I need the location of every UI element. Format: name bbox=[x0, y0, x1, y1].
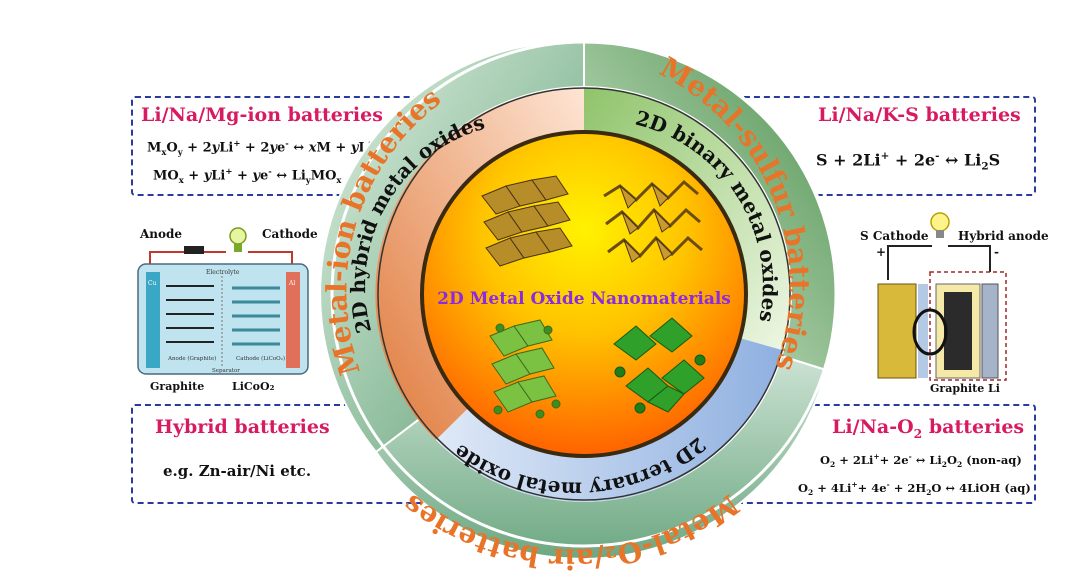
anode-label: Anode bbox=[139, 227, 182, 241]
crystal-structure-top-right bbox=[603, 179, 703, 263]
separator-layer bbox=[918, 284, 928, 378]
hybrid-anode-label: Hybrid anode bbox=[958, 229, 1049, 243]
o2-batteries-title: Li/Na-O2 batteries bbox=[832, 416, 1025, 441]
sulfur-batteries-title: Li/Na/K-S batteries bbox=[818, 104, 1021, 126]
al-label: Al bbox=[288, 280, 295, 287]
plus-label: + bbox=[876, 245, 886, 259]
cell-container bbox=[137, 263, 309, 375]
sulfur-equation-1: S + 2Li+ + 2e- ↔ Li2S bbox=[816, 150, 1001, 173]
anode-current-collector bbox=[146, 272, 160, 368]
minus-label: - bbox=[994, 245, 999, 259]
center-title: 2D Metal Oxide Nanomaterials bbox=[437, 289, 731, 309]
switch-icon bbox=[184, 246, 204, 254]
li-ion-cell-schematic: Anode Cathode Cu Al Electrolyte bbox=[137, 227, 318, 393]
graphite-layers bbox=[166, 285, 214, 343]
cathode-layers bbox=[232, 286, 280, 346]
anode-sub-label: Anode (Graphite) bbox=[167, 355, 216, 362]
light-bulb-icon bbox=[229, 227, 247, 252]
graphite-label: Graphite bbox=[150, 380, 204, 393]
cathode-label: Cathode bbox=[262, 227, 318, 241]
ion-batteries-title: Li/Na/Mg-ion batteries bbox=[141, 104, 383, 126]
circulation-arrow bbox=[912, 308, 948, 356]
crystal-structure-bottom-left bbox=[489, 319, 561, 419]
s-cathode-label: S Cathode bbox=[860, 229, 929, 243]
graphite-label-right: Graphite bbox=[930, 382, 984, 395]
hybrid-anode-frame bbox=[929, 271, 1007, 381]
crystal-structure-top-left bbox=[481, 175, 573, 267]
li-label: Li bbox=[988, 382, 1000, 395]
li-layer bbox=[981, 283, 999, 379]
licoo2-label: LiCoO₂ bbox=[232, 380, 275, 393]
o2-equation-2: O2 + 4Li++ 4e- + 2H2O ↔ 4LiOH (aq) bbox=[798, 480, 1031, 498]
hybrid-batteries-title: Hybrid batteries bbox=[155, 416, 330, 438]
hybrid-example: e.g. Zn-air/Ni etc. bbox=[163, 462, 312, 480]
electrolyte-label: Electrolyte bbox=[206, 269, 240, 276]
cu-label: Cu bbox=[148, 280, 157, 287]
ion-equation-2: MOx + yLi+ + ye- ↔ LiyMOx bbox=[153, 166, 342, 185]
s-cathode-layer bbox=[877, 283, 917, 379]
separator-label: Separator bbox=[212, 368, 240, 374]
cathode-sub-label: Cathode (LiCoO₂) bbox=[236, 355, 285, 362]
o2-equation-1: O2 + 2Li++ 2e- ↔ Li2O2 (non-aq) bbox=[820, 452, 1022, 470]
light-bulb-icon-2 bbox=[930, 212, 950, 238]
crystal-structure-bottom-right bbox=[613, 317, 706, 414]
li-s-cell-schematic: S Cathode Hybrid anode + - Graphite Li bbox=[860, 212, 1049, 395]
cathode-current-collector bbox=[286, 272, 300, 368]
